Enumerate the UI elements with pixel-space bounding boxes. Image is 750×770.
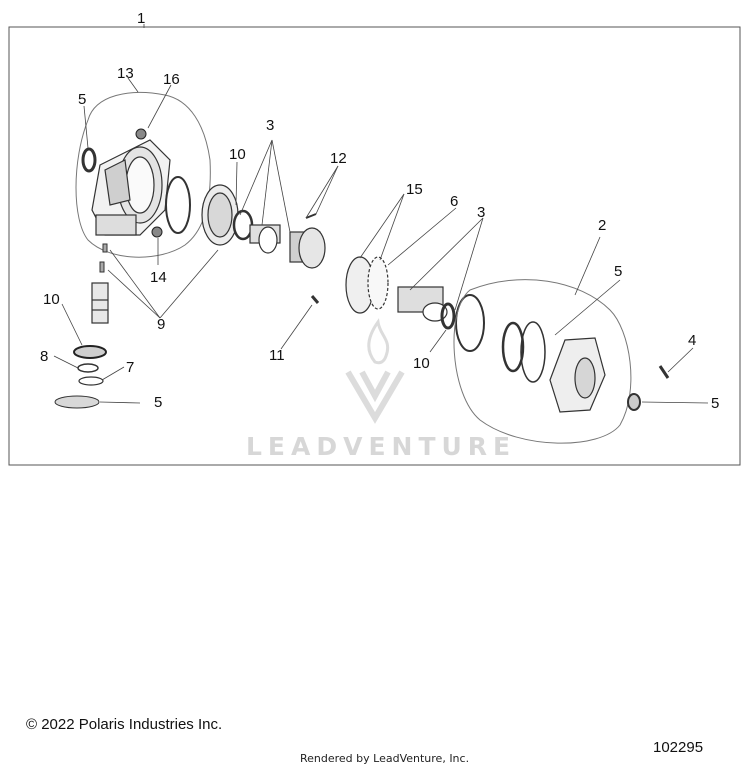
callout-13: 13 bbox=[117, 65, 134, 82]
rendered-by-text: Rendered by LeadVenture, Inc. bbox=[300, 752, 470, 765]
bearing-10 bbox=[73, 345, 107, 359]
plug bbox=[151, 226, 163, 238]
key bbox=[99, 261, 105, 273]
seal-5-right bbox=[627, 393, 641, 411]
callout-16: 16 bbox=[163, 71, 180, 88]
pin-12 bbox=[305, 213, 317, 219]
copyright-text: © 2022 Polaris Industries Inc. bbox=[26, 716, 223, 733]
callout-5-right-upper: 5 bbox=[614, 263, 623, 280]
callout-3-right: 3 bbox=[477, 204, 486, 221]
seal-5-lower bbox=[54, 395, 100, 409]
watermark-logo bbox=[345, 318, 405, 424]
watermark-text: LEADVENTURE bbox=[246, 432, 517, 461]
callout-5-right-lower: 5 bbox=[711, 395, 720, 412]
shim-8 bbox=[77, 363, 99, 373]
diagram-part-number: 102295 bbox=[653, 739, 704, 756]
callout-4: 4 bbox=[688, 332, 697, 349]
callout-10-left: 10 bbox=[43, 291, 60, 308]
callout-3-upper: 3 bbox=[266, 117, 275, 134]
vent-fitting bbox=[135, 128, 147, 140]
sleeve-ring bbox=[165, 176, 191, 234]
dowel-pin-11 bbox=[310, 295, 320, 304]
gear-case-housing bbox=[91, 139, 171, 236]
leader-lines bbox=[53, 24, 709, 404]
callout-1: 1 bbox=[137, 10, 146, 27]
callout-9: 9 bbox=[157, 316, 166, 333]
callout-12: 12 bbox=[330, 150, 347, 167]
housing-seal-ring bbox=[81, 147, 97, 173]
callout-14: 14 bbox=[150, 269, 167, 286]
callout-15: 15 bbox=[406, 181, 423, 198]
middle-plate-assembly bbox=[345, 256, 485, 352]
front-cover bbox=[501, 321, 606, 413]
callout-7: 7 bbox=[126, 359, 135, 376]
callout-10-upper: 10 bbox=[229, 146, 246, 163]
callout-10-middle: 10 bbox=[413, 355, 430, 372]
ring-gear-assembly bbox=[201, 184, 326, 269]
callout-6: 6 bbox=[450, 193, 459, 210]
callout-2: 2 bbox=[598, 217, 607, 234]
callout-8: 8 bbox=[40, 348, 49, 365]
diagram-frame bbox=[8, 26, 741, 466]
callout-11: 11 bbox=[269, 347, 285, 364]
callout-5-top-left: 5 bbox=[78, 91, 87, 108]
bolt-4 bbox=[658, 365, 670, 379]
key bbox=[102, 243, 108, 253]
pinion-shaft bbox=[91, 282, 109, 324]
front-cover-outline bbox=[453, 279, 632, 444]
callout-5-lower-left: 5 bbox=[154, 394, 163, 411]
ring-7 bbox=[78, 376, 104, 386]
rear-housing-outline bbox=[75, 92, 211, 258]
